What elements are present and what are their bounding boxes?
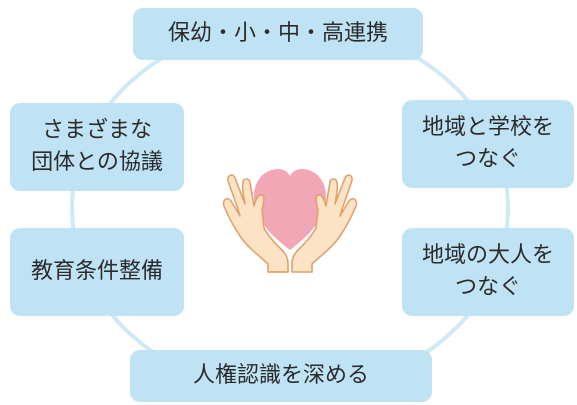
box-deepen-human-rights: 人権認識を深める — [130, 350, 432, 402]
box-top-line-1: 保幼・小・中・高連携 — [167, 21, 388, 47]
box-left-lower-line-1: 教育条件整備 — [30, 259, 163, 285]
box-kindergarten-school-cooperation: 保幼・小・中・高連携 — [133, 8, 423, 60]
box-left-upper-line-2: 団体との協議 — [31, 150, 163, 175]
right-hand-icon — [291, 174, 358, 273]
box-left-upper-line-1: さまざまな — [41, 118, 152, 144]
box-bottom-line-1: 人権認識を深める — [192, 363, 369, 389]
heart-in-hands-icon — [222, 169, 358, 273]
box-right-upper-line-2: つなぐ — [454, 147, 521, 172]
box-connect-community-school: 地域と学校を つなぐ — [402, 100, 574, 188]
box-organization-consultation: さまざまな 団体との協議 — [10, 103, 184, 191]
box-connect-community-adults: 地域の大人を つなぐ — [402, 228, 574, 316]
box-right-lower-line-1: 地域の大人を — [421, 243, 554, 269]
box-educational-conditions: 教育条件整備 — [10, 228, 184, 316]
heart-icon — [254, 169, 326, 250]
box-right-lower-line-2: つなぐ — [454, 275, 521, 300]
left-hand-icon — [222, 174, 289, 273]
box-right-upper-line-1: 地域と学校を — [421, 115, 554, 141]
